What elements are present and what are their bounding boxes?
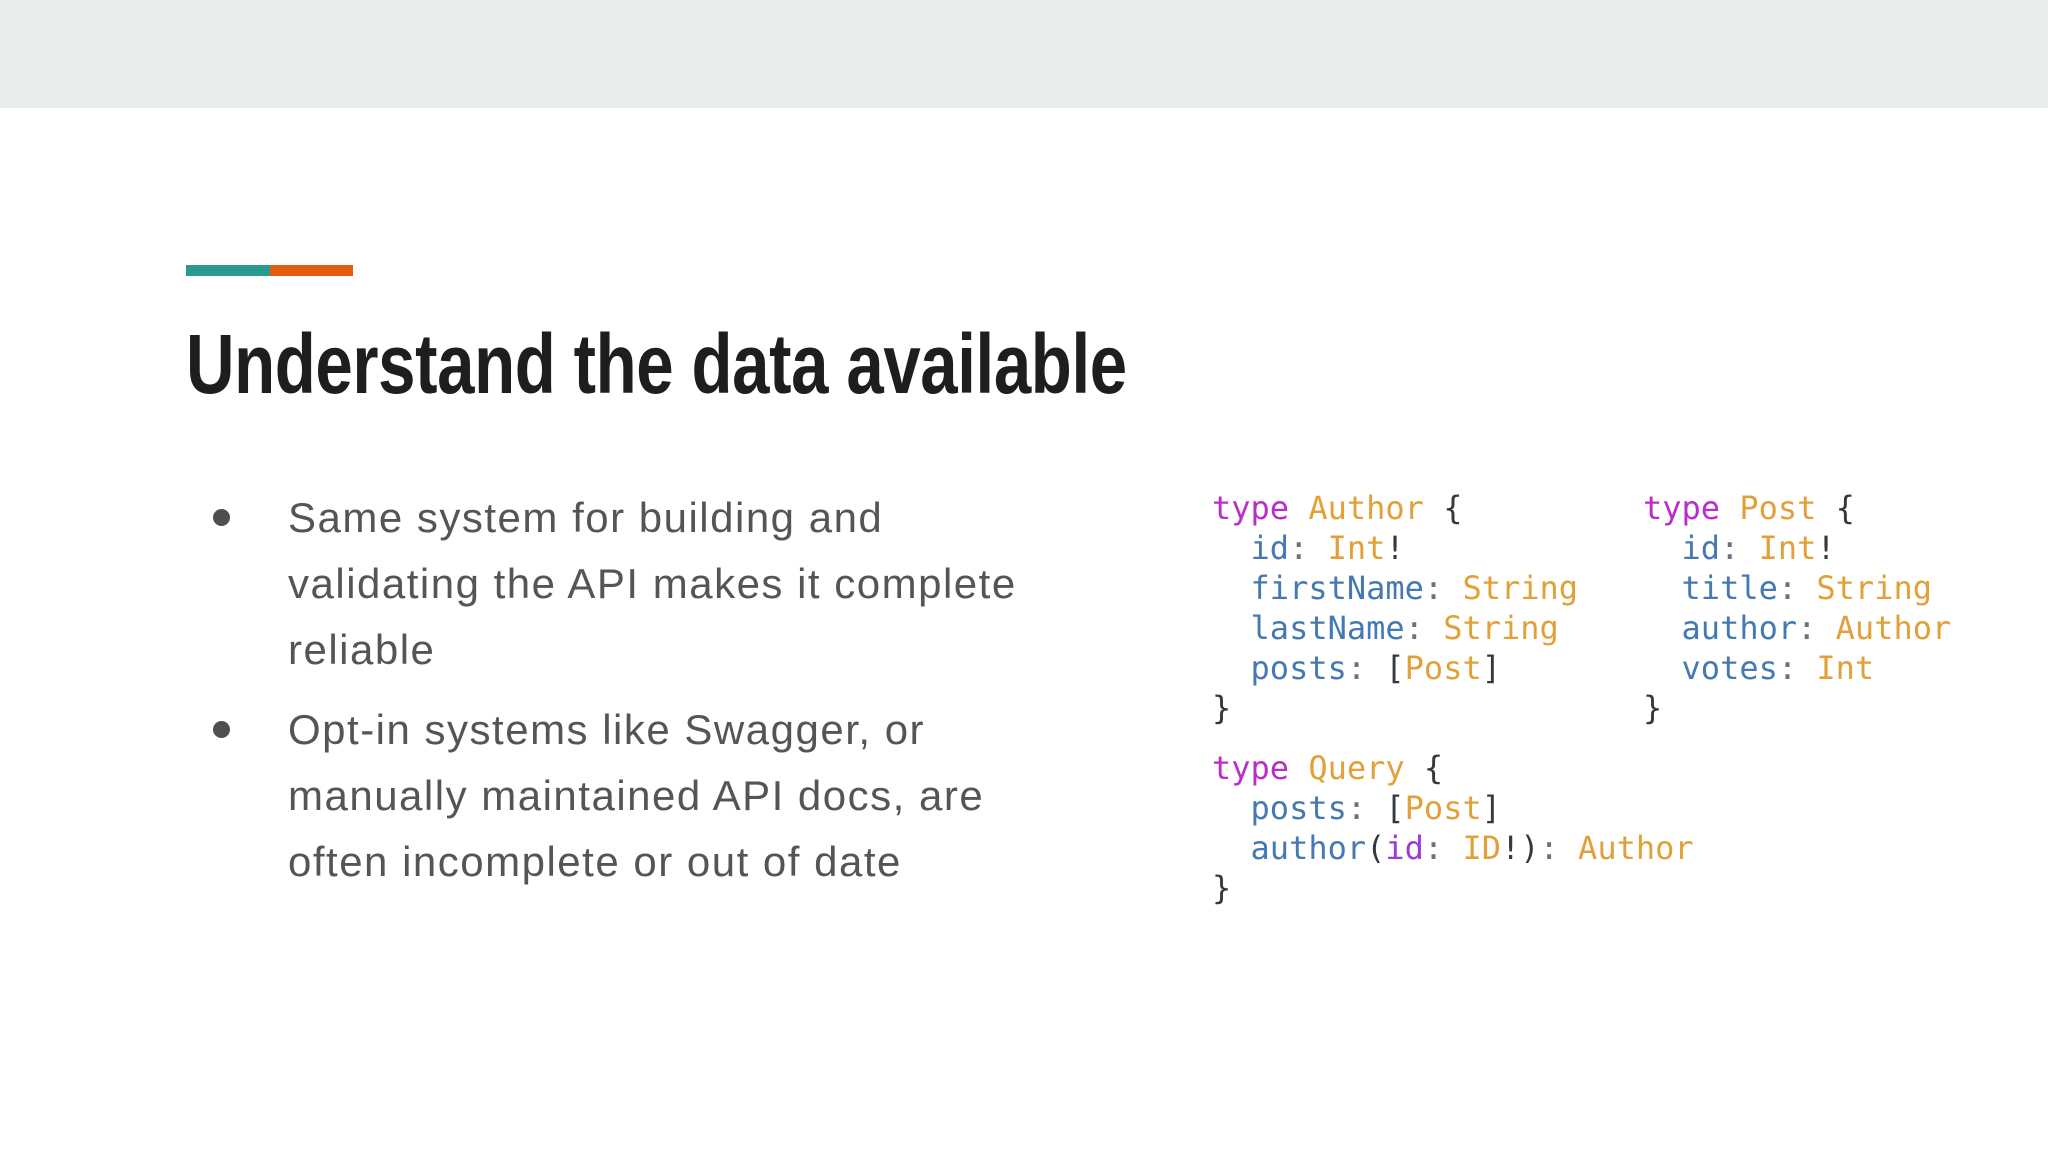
accent-teal-segment xyxy=(186,265,270,276)
code-block-post-type: type Post { id: Int! title: String autho… xyxy=(1643,488,1951,728)
accent-orange-segment xyxy=(269,265,353,276)
code-line: type Author { xyxy=(1212,489,1463,527)
code-line: type Query { xyxy=(1212,749,1444,787)
code-line: } xyxy=(1643,689,1663,727)
list-item: Opt-in systems like Swagger, or manually… xyxy=(204,697,1124,895)
code-line: } xyxy=(1212,869,1232,907)
code-line: firstName: String xyxy=(1250,569,1579,607)
code-block-query-type: type Query { posts: [Post] author(id: ID… xyxy=(1212,748,1694,908)
code-line: } xyxy=(1212,689,1232,727)
code-line: author: Author xyxy=(1681,609,1952,647)
code-line: author(id: ID!): Author xyxy=(1250,829,1694,867)
bullet-list: Same system for building and validating … xyxy=(204,485,1124,895)
code-block-author-type: type Author { id: Int! firstName: String… xyxy=(1212,488,1578,728)
bullet-text: Same system for building and validating … xyxy=(288,494,1017,673)
top-band xyxy=(0,0,2048,108)
code-line: type Post { xyxy=(1643,489,1855,527)
accent-bar xyxy=(186,265,353,276)
code-line: id: Int! xyxy=(1250,529,1405,567)
code-line: id: Int! xyxy=(1681,529,1836,567)
bullet-dot-icon xyxy=(213,721,230,738)
list-item: Same system for building and validating … xyxy=(204,485,1124,683)
bullet-dot-icon xyxy=(213,509,230,526)
code-line: title: String xyxy=(1681,569,1932,607)
bullet-text: Opt-in systems like Swagger, or manually… xyxy=(288,706,985,885)
code-line: posts: [Post] xyxy=(1250,649,1501,687)
code-line: lastName: String xyxy=(1250,609,1559,647)
page-title: Understand the data available xyxy=(186,317,1127,411)
code-line: posts: [Post] xyxy=(1250,789,1501,827)
code-line: votes: Int xyxy=(1681,649,1875,687)
